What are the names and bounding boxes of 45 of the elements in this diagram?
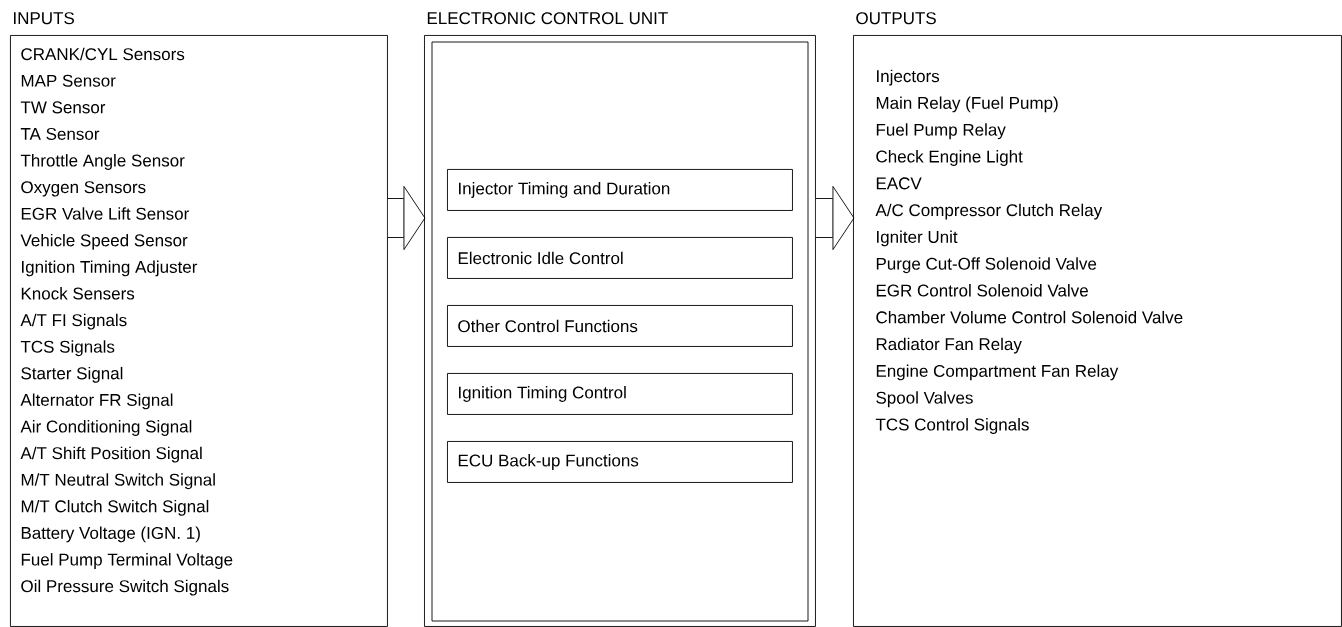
list-item: Air Conditioning Signal <box>20 420 192 436</box>
list-item: M/T Clutch Switch Signal <box>21 499 209 516</box>
list-item: Injectors <box>877 69 940 86</box>
list-item: CRANK/CYL Sensors <box>21 47 185 61</box>
list-item: Fuel Pump Relay <box>876 123 1006 140</box>
list-item: Engine Compartment Fan Relay <box>876 364 1119 381</box>
list-item: Igniter Unit <box>877 230 958 247</box>
list-item: Oil Pressure Switch Signals <box>21 579 229 596</box>
list-item: EGR Control Solenoid Valve <box>876 284 1088 297</box>
function-box: ECU Back-up Functions <box>447 441 793 483</box>
list-item: A/T Shift Position Signal <box>20 446 202 463</box>
list-item: Purge Cut-Off Solenoid Valve <box>876 257 1097 274</box>
list-item: MAP Sensor <box>21 74 116 87</box>
block-arrow <box>387 186 426 251</box>
list-item: Chamber Volume Control Solenoid Valve <box>876 310 1183 324</box>
list-item: Check Engine Light <box>876 150 1023 166</box>
list-item: Oxygen Sensors <box>21 181 146 197</box>
list-item: Throttle Angle Sensor <box>20 154 185 170</box>
list-item: Starter Signal <box>21 366 123 383</box>
block-arrow <box>815 186 855 251</box>
list-item: Spool Valves <box>876 391 973 408</box>
list-item: A/T FI Signals <box>20 313 127 330</box>
list-item: TCS Signals <box>20 340 115 357</box>
list-item: Vehicle Speed Sensor <box>20 233 188 250</box>
section-heading: OUTPUTS <box>856 12 936 25</box>
list-item: TW Sensor <box>20 101 106 114</box>
function-box: Electronic Idle Control <box>447 237 793 279</box>
list-item: TA Sensor <box>20 127 100 140</box>
list-item: Alternator FR Signal <box>20 393 173 410</box>
list-item: Radiator Fan Relay <box>876 337 1022 354</box>
function-box: Ignition Timing Control <box>447 373 793 415</box>
list-item: Fuel Pump Terminal Voltage <box>21 553 233 569</box>
list-item: TCS Control Signals <box>875 418 1029 434</box>
list-item: Main Relay (Fuel Pump) <box>876 96 1058 113</box>
list-item: Ignition Timing Adjuster <box>22 260 198 277</box>
function-box: Injector Timing and Duration <box>447 169 793 211</box>
section-heading: INPUTS <box>14 12 74 25</box>
list-item: A/C Compressor Clutch Relay <box>875 203 1103 220</box>
list-item: EGR Valve Lift Sensor <box>21 207 189 220</box>
list-item: EACV <box>876 177 922 190</box>
list-item: M/T Neutral Switch Signal <box>21 473 215 490</box>
list-item: Knock Sensers <box>21 287 135 300</box>
function-box: Other Control Functions <box>447 305 793 347</box>
section-heading: ELECTRONIC CONTROL UNIT <box>427 12 668 25</box>
list-item: Battery Voltage (IGN. 1) <box>21 526 200 543</box>
